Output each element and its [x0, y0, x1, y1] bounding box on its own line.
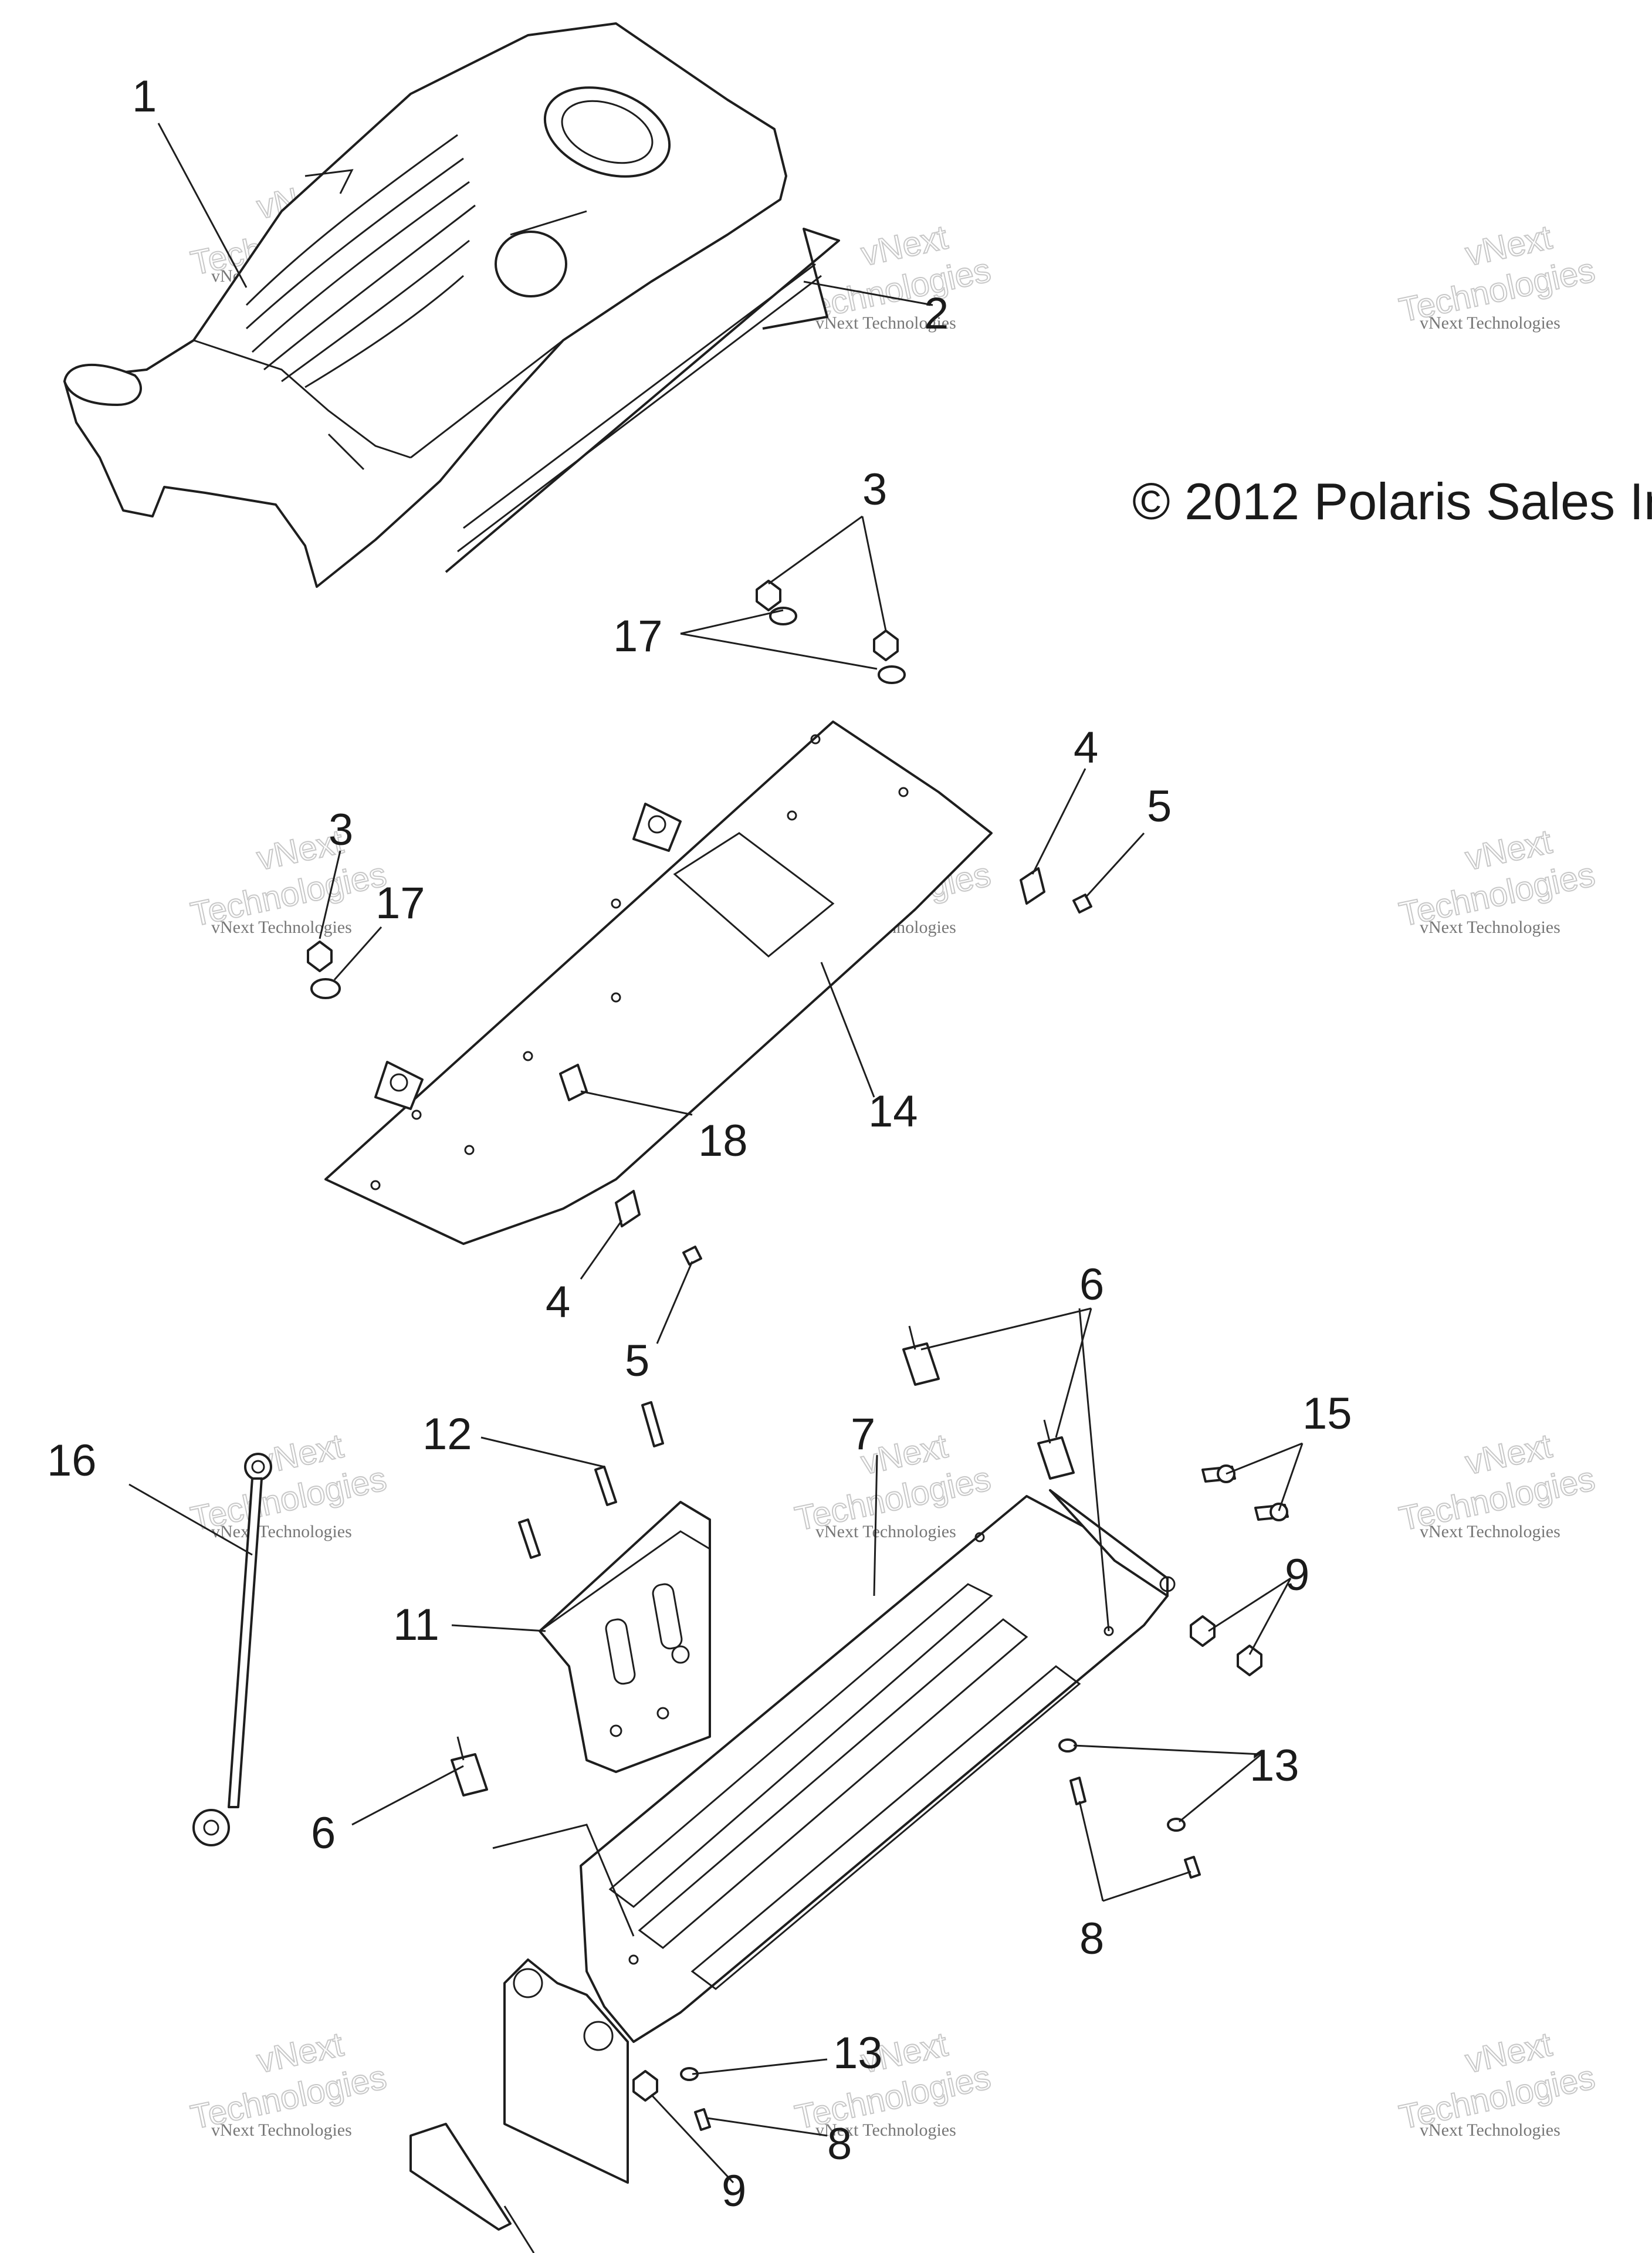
callouts: 1 2 3 3 4 4 5 5 6 6 7 8 8 9 9 11 12 13 1… [47, 72, 1352, 2216]
callout-5: 5 [1147, 782, 1172, 831]
tray-panel [324, 720, 993, 1245]
callout-4: 4 [546, 1277, 570, 1327]
watermark: vNext Technologies vNext Technologies [791, 2025, 995, 2140]
frame-rail [409, 1489, 1176, 2231]
console-cover [63, 22, 787, 588]
svg-text:vNext Technologies: vNext Technologies [1420, 2120, 1560, 2140]
callout-4: 4 [1074, 723, 1098, 773]
callout-18: 18 [698, 1116, 748, 1166]
callout-17: 17 [613, 611, 663, 661]
mount-plate [539, 1501, 711, 1773]
svg-text:vNext Technologies: vNext Technologies [815, 313, 956, 333]
svg-text:vNext Technologies: vNext Technologies [211, 1522, 352, 1541]
leader-lines [128, 123, 1304, 2253]
callout-8: 8 [1079, 1914, 1104, 1964]
callout-6: 6 [1079, 1260, 1104, 1310]
callout-1: 1 [132, 72, 157, 121]
watermark: vNext Technologies vNext Technologies [1396, 218, 1599, 333]
callout-3: 3 [329, 805, 353, 855]
callout-14: 14 [868, 1087, 918, 1136]
callout-11: 11 [393, 1600, 439, 1650]
ground-cable [192, 1453, 272, 1846]
callout-9: 9 [722, 2166, 746, 2216]
svg-text:vNext Technologies: vNext Technologies [211, 2120, 352, 2140]
callout-9: 9 [1285, 1550, 1309, 1600]
svg-text:vNext Technologies: vNext Technologies [1420, 1522, 1560, 1541]
callout-15: 15 [1302, 1389, 1352, 1439]
callout-3: 3 [862, 465, 887, 515]
trim-strip [445, 228, 840, 573]
svg-text:vNext Technologies: vNext Technologies [815, 1522, 956, 1541]
watermark: vNext Technologies vNext Technologies [1396, 1426, 1599, 1541]
watermark: vNext Technologies vNext Technologies [1396, 2025, 1599, 2140]
watermark: vNext Technologies vNext Technologies [187, 2025, 391, 2140]
callout-13: 13 [833, 2028, 883, 2078]
callout-6: 6 [311, 1808, 336, 1858]
callout-8: 8 [827, 2119, 852, 2169]
watermark: vNext Technologies vNext Technologies [1396, 822, 1599, 937]
callout-16: 16 [47, 1436, 97, 1486]
svg-text:vNext Technologies: vNext Technologies [1420, 918, 1560, 937]
callout-2: 2 [924, 289, 949, 339]
callout-17: 17 [375, 878, 425, 928]
svg-text:vNext Technologies: vNext Technologies [1420, 313, 1560, 333]
callout-7: 7 [851, 1409, 875, 1459]
watermark: vNext Technologies vNext Technologies [187, 1426, 391, 1541]
callout-12: 12 [422, 1409, 472, 1459]
svg-text:vNext Technologies: vNext Technologies [211, 918, 352, 937]
callout-13: 13 [1250, 1741, 1299, 1791]
copyright-notice: © 2012 Polaris Sales In [1132, 472, 1652, 530]
callout-5: 5 [625, 1336, 649, 1386]
svg-text:vNext Technologies: vNext Technologies [815, 2120, 956, 2140]
